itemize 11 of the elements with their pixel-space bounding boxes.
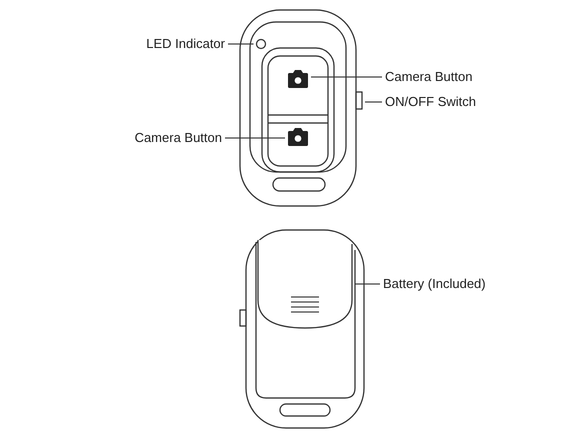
- callout-label: ON/OFF Switch: [385, 94, 476, 110]
- callout-label: Camera Button: [134, 130, 222, 146]
- callout-label: LED Indicator: [146, 36, 225, 52]
- power-switch: [355, 91, 363, 110]
- led-indicator: [256, 38, 266, 50]
- battery-cover: [257, 239, 353, 329]
- camera-icon: [288, 70, 308, 88]
- camera-icon: [288, 128, 308, 146]
- callout-label: Battery (Included): [383, 276, 486, 292]
- callout-label: Camera Button: [385, 69, 472, 85]
- leader-line: [310, 76, 382, 78]
